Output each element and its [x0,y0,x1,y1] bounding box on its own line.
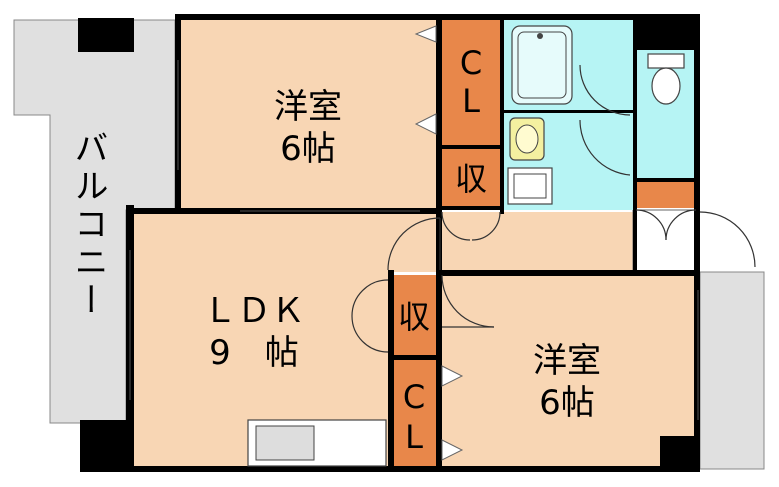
upper-cl-line2: L [462,82,480,120]
east-room-name: 洋室 [533,341,601,381]
balcony-label: バルコニー [68,130,108,320]
kitchen-counter-icon [247,419,387,467]
lower-cl-line1: C [403,378,425,416]
toilet-icon [647,53,685,105]
washbasin-icon [509,117,545,161]
west-room-floor [178,18,438,211]
west-room-size: 6帖 [280,129,336,169]
shoe-closet [636,182,696,208]
east-room-size: 6帖 [539,383,595,423]
bathtub-icon [511,25,573,105]
lower-cl-line2: L [405,418,423,456]
lower-closet [391,360,437,468]
mid-storage-label: 収 [398,298,430,336]
closet-door-markers [414,25,464,461]
entrance-floor [632,209,699,273]
east-room-floor [440,275,696,468]
window-lines [129,60,699,420]
ldk-size: 9 帖 [209,333,299,373]
upper-storage-label: 収 [455,160,487,198]
upper-storage [442,148,500,208]
door-swings [351,64,756,353]
ldk-name: ＬＤＫ [203,291,305,331]
east-balcony [699,271,765,470]
upper-cl-line1: C [460,44,482,82]
hall-floor [388,212,633,272]
upper-closet [442,18,500,146]
washing-machine-icon [507,167,553,205]
west-room-name: 洋室 [274,87,342,127]
mid-storage [391,275,437,355]
